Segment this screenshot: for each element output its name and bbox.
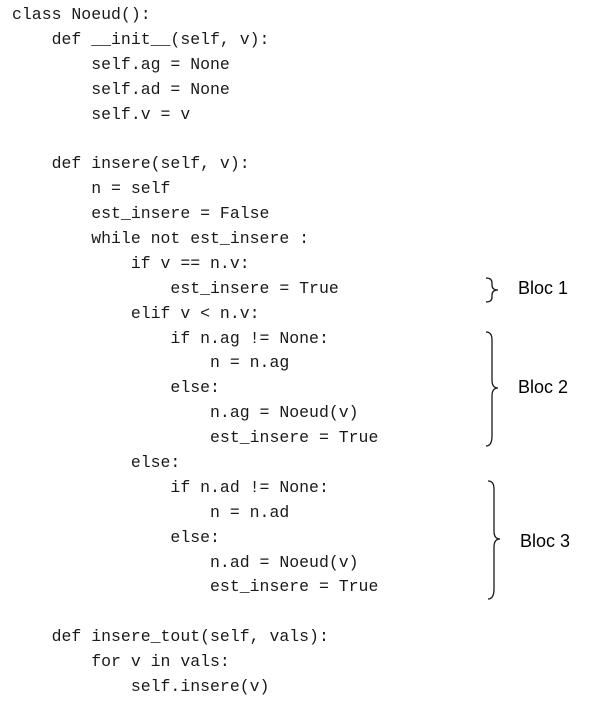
- code-line: self.ad = None: [12, 79, 230, 99]
- code-line: self.insere(v): [12, 677, 270, 697]
- code-line: n = n.ag: [12, 353, 290, 373]
- code-line: est_insere = True: [12, 428, 379, 448]
- bloc-2-label: Bloc 2: [518, 377, 569, 397]
- code-line: elif v < n.v:: [12, 303, 260, 323]
- code-line: else:: [12, 453, 181, 473]
- code-line: est_insere = True: [12, 577, 379, 597]
- code-line: n = n.ad: [12, 502, 290, 522]
- bloc-1-label: Bloc 1: [518, 278, 569, 298]
- bloc-2-brace: [485, 331, 499, 447]
- code-line: est_insere = True: [12, 278, 339, 298]
- code-line: if n.ag != None:: [12, 328, 329, 348]
- code-line: if v == n.v:: [12, 253, 250, 273]
- code-line: n.ag = Noeud(v): [12, 403, 359, 423]
- code-line: def __init__(self, v):: [12, 29, 270, 49]
- code-line: n.ad = Noeud(v): [12, 552, 359, 572]
- code-line: [12, 600, 378, 625]
- bloc-3-label: Bloc 3: [520, 531, 571, 551]
- bloc-1-brace: [485, 277, 499, 303]
- code-line: while not est_insere :: [12, 229, 310, 249]
- code-line: self.v = v: [12, 104, 191, 124]
- code-line: def insere(self, v):: [12, 154, 250, 174]
- code-line: else:: [12, 527, 220, 547]
- code-line: for v in vals:: [12, 652, 230, 672]
- code-listing: class Noeud(): def __init__(self, v): se…: [12, 3, 378, 700]
- code-line: if n.ad != None:: [12, 477, 329, 497]
- code-line: self.ag = None: [12, 54, 230, 74]
- bloc-3-brace: [487, 480, 501, 600]
- code-line: [12, 127, 378, 152]
- code-line: class Noeud():: [12, 5, 151, 24]
- code-line: n = self: [12, 179, 171, 199]
- code-line: est_insere = False: [12, 204, 270, 224]
- code-line: def insere_tout(self, vals):: [12, 627, 329, 647]
- code-line: else:: [12, 378, 220, 398]
